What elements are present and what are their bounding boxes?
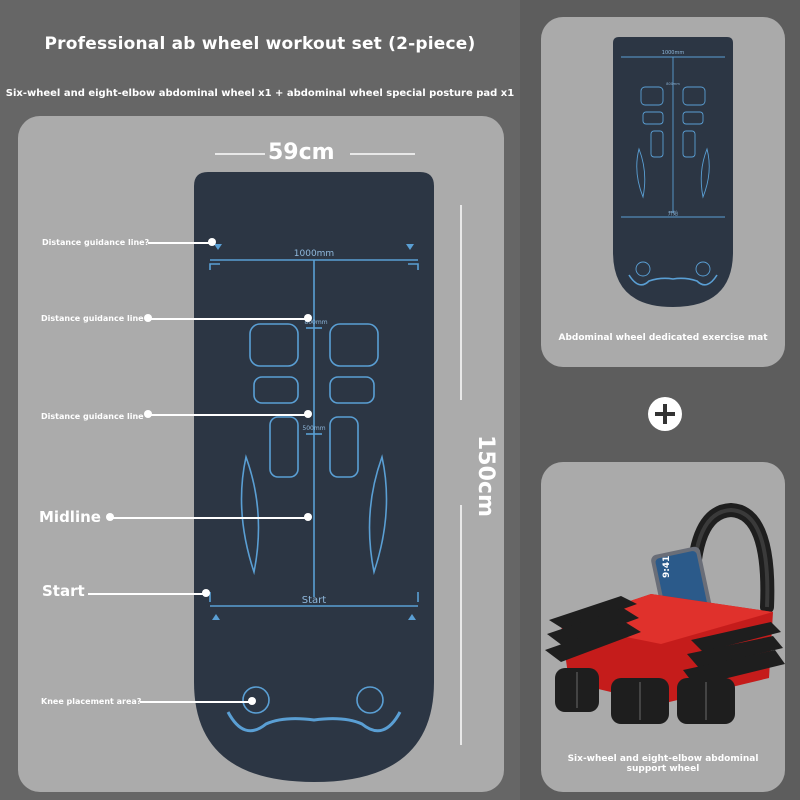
mid-measure-label-2: 500mm bbox=[302, 425, 325, 432]
width-dimension: 59cm bbox=[268, 140, 335, 165]
mid-measure-label-1: 800mm bbox=[304, 319, 327, 326]
callout-dot-4a bbox=[106, 513, 114, 521]
callout-dot-3a bbox=[144, 410, 152, 418]
wheel-product-card: 9:41 Six-wheel and eight-elbow abdominal bbox=[541, 462, 785, 792]
callout-dot-6 bbox=[248, 697, 256, 705]
callout-line-2 bbox=[150, 318, 308, 320]
mini-mat-start-label: 开始 bbox=[668, 210, 678, 217]
length-dimension-line-bottom bbox=[460, 505, 462, 745]
mini-mat-mid-measure: 800mm bbox=[666, 82, 680, 86]
callout-midline: Midline bbox=[39, 508, 101, 526]
phone-time: 9:41 bbox=[662, 556, 672, 578]
callout-line-3 bbox=[150, 414, 308, 416]
callout-dot-4b bbox=[304, 513, 312, 521]
exercise-mat: 1000mm 800mm 500mm Start bbox=[194, 172, 434, 782]
callout-start: Start bbox=[42, 582, 85, 600]
page-subtitle: Six-wheel and eight-elbow abdominal whee… bbox=[5, 88, 515, 99]
wheel-card-label: Six-wheel and eight-elbow abdominal supp… bbox=[567, 754, 759, 774]
ab-wheel-image: 9:41 bbox=[545, 502, 785, 724]
width-dimension-line-left bbox=[215, 153, 265, 155]
plus-icon bbox=[648, 397, 682, 431]
width-dimension-line-right bbox=[350, 153, 415, 155]
start-label: Start bbox=[302, 595, 327, 606]
mat-card-label: Abdominal wheel dedicated exercise mat bbox=[558, 333, 768, 343]
callout-line-5 bbox=[88, 593, 206, 595]
callout-knee-area: Knee placement area? bbox=[41, 697, 142, 706]
mat-product-card: 1000mm 800mm 开始 Abdominal wheel dedicate… bbox=[541, 17, 785, 367]
callout-dot-2b bbox=[304, 314, 312, 322]
mini-mat-top-measure: 1000mm bbox=[662, 50, 685, 56]
callout-dot-5 bbox=[202, 589, 210, 597]
callout-line-1 bbox=[148, 242, 210, 244]
mini-mat-image: 1000mm 800mm 开始 bbox=[613, 37, 733, 307]
top-measure-label: 1000mm bbox=[294, 249, 334, 259]
callout-distance-guidance-1: Distance guidance line? bbox=[42, 238, 150, 247]
callout-distance-guidance-2: Distance guidance line bbox=[41, 314, 144, 323]
callout-dot-3b bbox=[304, 410, 312, 418]
callout-dot-2a bbox=[144, 314, 152, 322]
callout-distance-guidance-3: Distance guidance line bbox=[41, 412, 144, 421]
callout-line-6 bbox=[140, 701, 252, 703]
page-title: Professional ab wheel workout set (2-pie… bbox=[44, 34, 476, 54]
callout-dot-1 bbox=[208, 238, 216, 246]
callout-line-4 bbox=[112, 517, 308, 519]
length-dimension-line-top bbox=[460, 205, 462, 400]
